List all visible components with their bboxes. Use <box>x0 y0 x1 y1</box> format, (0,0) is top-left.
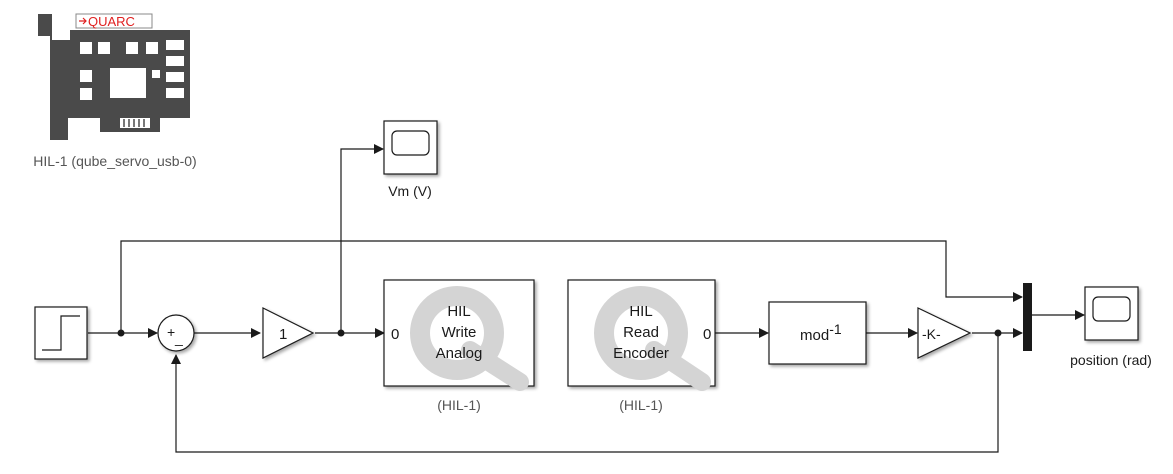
position-scope-caption: position (rad) <box>1070 352 1152 368</box>
branch-point <box>994 329 1002 337</box>
hil-write-port-label: 0 <box>391 326 399 343</box>
quarc-arrow-icon <box>79 17 87 25</box>
mod-label-text: mod <box>800 327 829 344</box>
vm-scope-block[interactable]: Vm (V) <box>383 120 438 199</box>
hil-write-line-2: Write <box>442 324 477 341</box>
hil-read-line-3: Encoder <box>613 345 669 362</box>
sum-block[interactable]: + _ <box>157 314 195 352</box>
mux-block[interactable] <box>1023 283 1032 351</box>
mod-block[interactable]: mod-1 <box>768 301 867 365</box>
reference-to-mux-line <box>120 240 1023 333</box>
branch-points <box>117 329 1002 337</box>
branch-point <box>117 329 125 337</box>
hil-card-icon <box>38 13 190 140</box>
hil-read-line-1: HIL <box>629 303 652 320</box>
sum-plus-sign: + <box>167 324 175 340</box>
hil-write-line-1: HIL <box>447 303 470 320</box>
feedback-line <box>171 333 999 453</box>
quarc-q-watermark <box>594 286 711 391</box>
hil-read-line-2: Read <box>623 324 659 341</box>
position-scope-block[interactable]: position (rad) <box>1070 286 1152 368</box>
branch-point <box>337 329 345 337</box>
hil-write-line-3: Analog <box>436 345 483 362</box>
step-block[interactable] <box>34 306 88 360</box>
hil-read-encoder-block[interactable]: HIL Read Encoder 0 (HIL-1) <box>567 279 716 413</box>
gain-block-1[interactable]: 1 <box>262 307 315 359</box>
hil-card-block[interactable]: QUARC HIL-1 (qube_servo_usb-0) <box>33 13 197 169</box>
gain-1-label: 1 <box>279 326 287 343</box>
quarc-q-watermark <box>410 286 529 391</box>
mod-label: mod-1 <box>800 321 842 344</box>
hil-write-caption: (HIL-1) <box>437 397 481 413</box>
hil-card-caption: HIL-1 (qube_servo_usb-0) <box>33 153 196 169</box>
step-icon <box>42 315 80 351</box>
hil-read-port-label: 0 <box>703 326 711 343</box>
vm-scope-caption: Vm (V) <box>388 183 432 199</box>
gain-to-vm-scope-line <box>340 144 384 333</box>
gain-block-k[interactable]: -K- <box>917 307 972 359</box>
scope-icon <box>391 130 430 156</box>
quarc-brand-label: QUARC <box>88 14 135 29</box>
gain-k-label: -K- <box>922 326 941 342</box>
sum-minus-sign: _ <box>174 330 183 346</box>
mod-label-superscript: -1 <box>829 321 842 337</box>
signal-lines <box>88 144 1085 453</box>
hil-write-analog-block[interactable]: HIL Write Analog 0 (HIL-1) <box>383 279 535 413</box>
scope-icon <box>1092 296 1131 322</box>
hil-read-caption: (HIL-1) <box>619 397 663 413</box>
